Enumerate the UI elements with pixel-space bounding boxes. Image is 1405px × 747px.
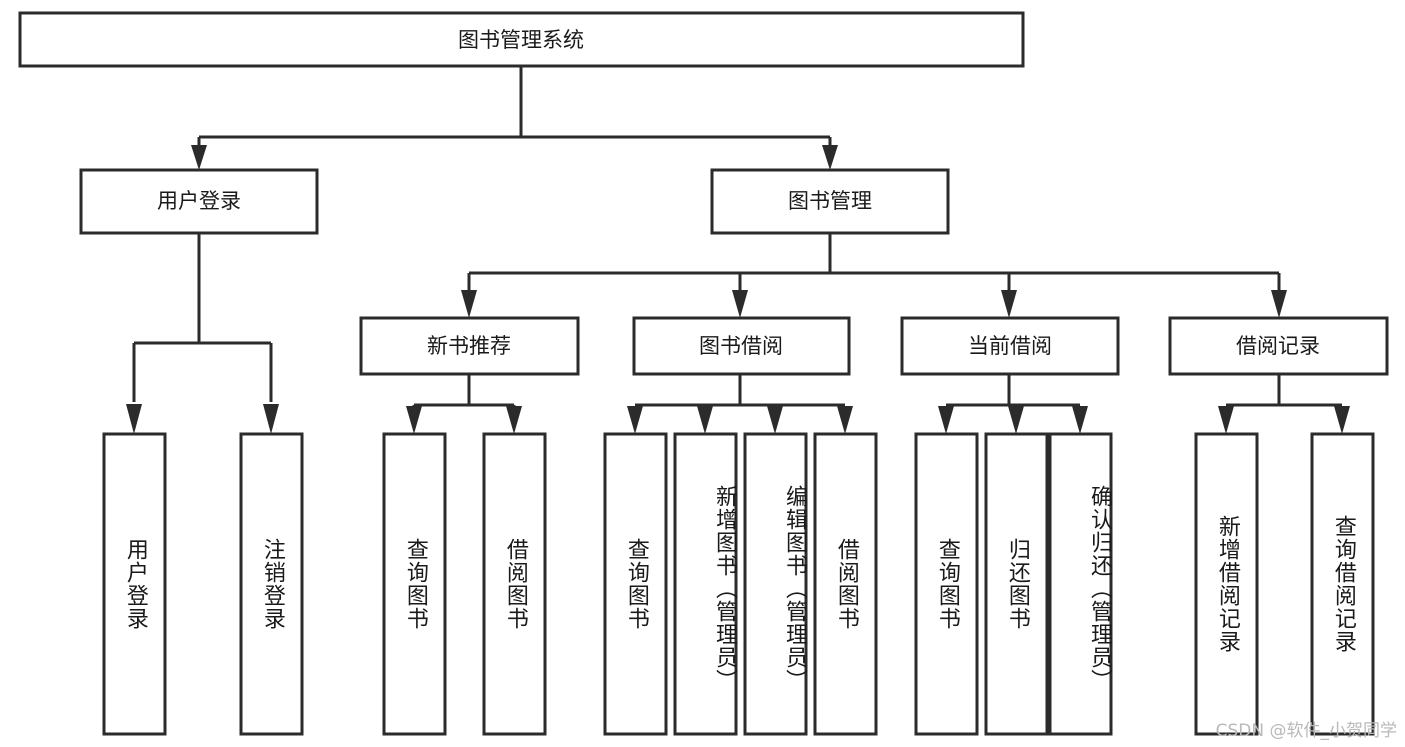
arrow-bookmgmt-to-current — [1001, 290, 1017, 318]
node-book-management[interactable]: 图书管理 — [710, 168, 950, 235]
arrow-current-leaf-1 — [938, 406, 954, 434]
node-book-management-label: 图书管理 — [788, 189, 872, 213]
arrow-bookmgmt-to-newbook — [461, 290, 477, 318]
node-user-login-rect — [79, 168, 319, 235]
node-root-rect — [18, 11, 1025, 68]
connector-newbook-to-leaves — [406, 374, 522, 434]
node-borrowing-records-rect — [1168, 316, 1389, 376]
node-new-book-recommendation-rect — [359, 316, 580, 376]
node-user-login-label: 用户登录 — [157, 189, 241, 213]
arrow-records-leaf-1 — [1218, 406, 1234, 434]
arrow-newbook-leaf-2 — [506, 406, 522, 434]
arrow-borrow-leaf-2 — [697, 406, 713, 434]
arrow-current-leaf-2 — [1008, 406, 1024, 434]
leaf-rect-current-1[interactable] — [914, 432, 979, 736]
node-root-label: 图书管理系统 — [458, 28, 584, 52]
arrow-borrow-leaf-3 — [767, 406, 783, 434]
node-book-borrowing[interactable]: 图书借阅 — [632, 316, 851, 376]
node-current-borrowing-rect — [900, 316, 1120, 376]
node-new-book-recommendation[interactable]: 新书推荐 — [359, 316, 580, 376]
arrow-userlogin-leaf-2 — [263, 404, 279, 434]
leaf-rect-user-login-2[interactable] — [239, 432, 304, 736]
node-user-login[interactable]: 用户登录 — [79, 168, 319, 235]
arrow-current-leaf-3 — [1072, 406, 1088, 434]
arrow-root-to-user-login — [191, 145, 207, 170]
leaf-rect-borrow-2[interactable] — [673, 432, 738, 736]
arrow-newbook-leaf-1 — [406, 406, 422, 434]
arrow-bookmgmt-to-records — [1271, 290, 1287, 318]
leaf-rect-current-2[interactable] — [984, 432, 1049, 736]
arrow-userlogin-leaf-1 — [126, 404, 142, 434]
leaf-rect-current-3[interactable] — [1048, 432, 1113, 736]
leaf-rect-borrow-3[interactable] — [743, 432, 808, 736]
leaf-rect-new-book-2[interactable] — [482, 432, 547, 736]
connector-current-to-leaves — [938, 374, 1088, 434]
leaf-rect-borrow-1[interactable] — [603, 432, 668, 736]
leaf-rect-records-1[interactable] — [1194, 432, 1259, 736]
node-current-borrowing-label: 当前借阅 — [968, 334, 1052, 358]
arrow-borrow-leaf-1 — [627, 406, 643, 434]
node-borrowing-records[interactable]: 借阅记录 — [1168, 316, 1389, 376]
connector-bookmgmt-to-level3 — [461, 233, 1287, 318]
arrow-borrow-leaf-4 — [837, 406, 853, 434]
connector-userlogin-to-leaves — [126, 233, 279, 434]
arrow-bookmgmt-to-borrow — [732, 290, 748, 318]
leaf-rect-records-2[interactable] — [1310, 432, 1375, 736]
connector-records-to-leaves — [1218, 374, 1350, 434]
leaf-rect-new-book-1[interactable] — [382, 432, 447, 736]
connector-borrow-to-leaves — [627, 374, 853, 434]
arrow-records-leaf-2 — [1334, 406, 1350, 434]
node-book-management-rect — [710, 168, 950, 235]
node-current-borrowing[interactable]: 当前借阅 — [900, 316, 1120, 376]
csdn-watermark: CSDN @软件_小贺同学 — [1215, 721, 1397, 741]
connector-root-to-level2 — [191, 66, 838, 170]
arrow-root-to-book-mgmt — [822, 145, 838, 170]
leaf-rect-user-login-1[interactable] — [102, 432, 167, 736]
node-borrowing-records-label: 借阅记录 — [1236, 334, 1320, 358]
leaf-rect-borrow-4[interactable] — [813, 432, 878, 736]
node-book-borrowing-rect — [632, 316, 851, 376]
node-book-borrowing-label: 图书借阅 — [699, 334, 783, 358]
node-new-book-recommendation-label: 新书推荐 — [427, 334, 511, 358]
node-root-book-management-system[interactable]: 图书管理系统 — [18, 11, 1025, 68]
